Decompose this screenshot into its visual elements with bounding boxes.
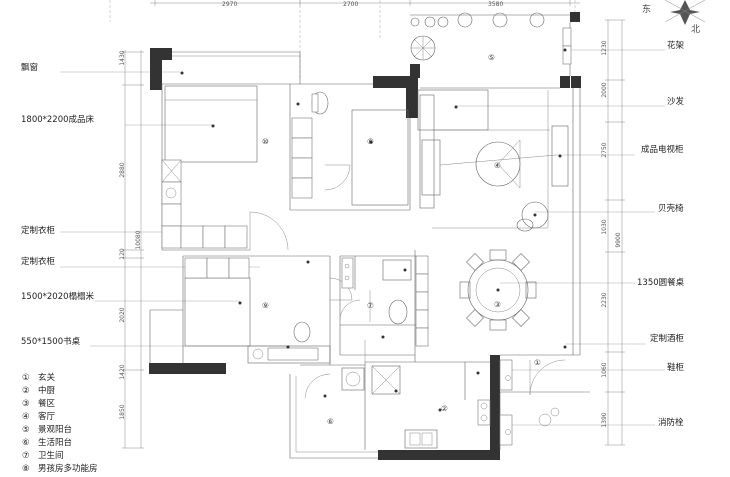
wine-cabinet-column (415, 255, 429, 347)
legend-num-6: ⑥ (22, 438, 30, 448)
label-shell-chair: 贝壳椅 (658, 203, 684, 214)
compass-east: 东 (642, 3, 651, 15)
legend-num-5: ⑤ (22, 425, 30, 435)
label-tv-cabinet: 成品电视柜 (641, 144, 684, 155)
right-dim-total: 9900 (615, 232, 622, 247)
room-number-3: ③ (494, 300, 501, 309)
bathroom-7-fixtures (341, 257, 412, 339)
label-wardrobe-1: 定制衣柜 (21, 225, 56, 236)
legend-num-2: ② (22, 386, 30, 396)
living-room-4-furniture (417, 89, 569, 232)
legend-num-3: ③ (22, 399, 30, 409)
room-number-2: ② (441, 404, 448, 413)
room-number-6: ⑥ (327, 417, 334, 426)
bedroom-8-furniture (291, 91, 409, 206)
label-sofa: 沙发 (667, 96, 685, 107)
entrance-1-fixtures (499, 345, 567, 446)
top-dim-2: 2700 (343, 1, 358, 8)
legend-text-6: 生活阳台 (38, 437, 72, 448)
label-bed: 1800*2200成品床 (21, 114, 95, 125)
right-dim-g: 1390 (601, 412, 608, 427)
room-legend: ① 玄关 ② 中厨 ③ 餐区 ④ 客厅 ⑤ 景观阳台 ⑥ 生活阳台 ⑦ 卫生间 … (22, 372, 98, 474)
top-dim-3: 3580 (488, 1, 503, 8)
room-number-8: ⑧ (367, 137, 374, 146)
legend-num-7: ⑦ (22, 451, 30, 461)
left-dim-e: 1420 (119, 364, 126, 379)
right-dim-c: 2750 (601, 142, 608, 157)
legend-text-5: 景观阳台 (38, 424, 72, 435)
right-dim-e: 2230 (601, 292, 608, 307)
room-number-7: ⑦ (367, 301, 374, 310)
legend-text-2: 中厨 (38, 385, 56, 396)
label-flower-rack: 花架 (667, 40, 685, 51)
right-dimension-texts: 1230 2000 2750 1030 2230 1060 1390 9900 (601, 40, 622, 427)
room-numbers: ⑩ ⑧ ⑨ ⑦ ⑥ ② ① ③ ④ ⑤ (262, 53, 541, 426)
left-dim-d: 2020 (119, 307, 126, 322)
right-dim-f: 1060 (601, 362, 608, 377)
shell-chair (516, 201, 549, 232)
left-dim-f: 1850 (119, 404, 126, 419)
room-number-10: ⑩ (262, 137, 269, 146)
left-labels: 飘窗 1800*2200成品床 定制衣柜 定制衣柜 1500*2020榻榻米 5… (21, 62, 95, 347)
label-shoe-cabinet: 鞋柜 (667, 362, 685, 373)
left-dim-b: 2880 (119, 162, 126, 177)
label-dining-table: 1350圆餐桌 (637, 277, 685, 288)
dining-area-3-furniture (459, 249, 537, 331)
label-hydrant: 消防栓 (658, 417, 684, 428)
top-dim-1: 2970 (222, 1, 237, 8)
legend-text-3: 餐区 (38, 399, 56, 409)
right-dim-d: 1030 (601, 219, 608, 234)
room-number-1: ① (534, 358, 541, 367)
right-labels: 花架 沙发 成品电视柜 贝壳椅 1350圆餐桌 定制酒柜 鞋柜 消防栓 (637, 40, 685, 428)
balcony-6-fixtures (323, 367, 365, 398)
label-wine-cabinet: 定制酒柜 (650, 333, 685, 344)
legend-text-1: 玄关 (38, 372, 56, 383)
label-wardrobe-2: 定制衣柜 (21, 256, 56, 267)
label-tatami: 1500*2020榻榻米 (21, 291, 95, 302)
structural-walls (149, 12, 581, 460)
legend-text-4: 客厅 (38, 411, 56, 422)
room-number-9: ⑨ (262, 301, 269, 310)
wardrobe-cabinets-left (161, 159, 248, 249)
right-dim-b: 2000 (601, 82, 608, 97)
kitchen-2-fixtures (371, 365, 491, 449)
balcony-5-plants (410, 12, 572, 65)
left-dim-c: 120 (119, 248, 126, 260)
right-dimension-chain (605, 19, 625, 446)
bedroom-10-furniture (161, 71, 258, 249)
top-dimension-texts: 2970 2700 3580 (222, 1, 503, 8)
label-bay-window: 飘窗 (21, 62, 38, 73)
left-dimension-chain (122, 50, 144, 449)
legend-num-1: ① (22, 373, 30, 383)
left-dimension-texts: 1430 2880 120 2020 1420 1850 10080 (119, 50, 142, 419)
compass-rose: 东 北 (642, 0, 706, 35)
compass-north: 北 (691, 24, 700, 35)
bedroom-9-furniture (184, 257, 331, 364)
left-dim-total: 10080 (135, 230, 142, 249)
legend-num-4: ④ (22, 412, 30, 422)
partition-walls (149, 14, 590, 459)
label-desk: 550*1500书桌 (21, 336, 81, 347)
room-number-4: ④ (494, 161, 501, 170)
legend-text-8: 男孩房多功能房 (38, 463, 98, 474)
wardrobe-cabinets-bedroom-8 (291, 117, 313, 199)
right-dim-a: 1230 (601, 40, 608, 55)
tatami-cabinets (184, 257, 250, 279)
top-dimension-line (109, 0, 580, 80)
left-dim-a: 1430 (119, 50, 126, 65)
room-number-5: ⑤ (488, 53, 495, 62)
legend-text-7: 卫生间 (38, 450, 64, 461)
legend-num-8: ⑧ (22, 464, 30, 474)
